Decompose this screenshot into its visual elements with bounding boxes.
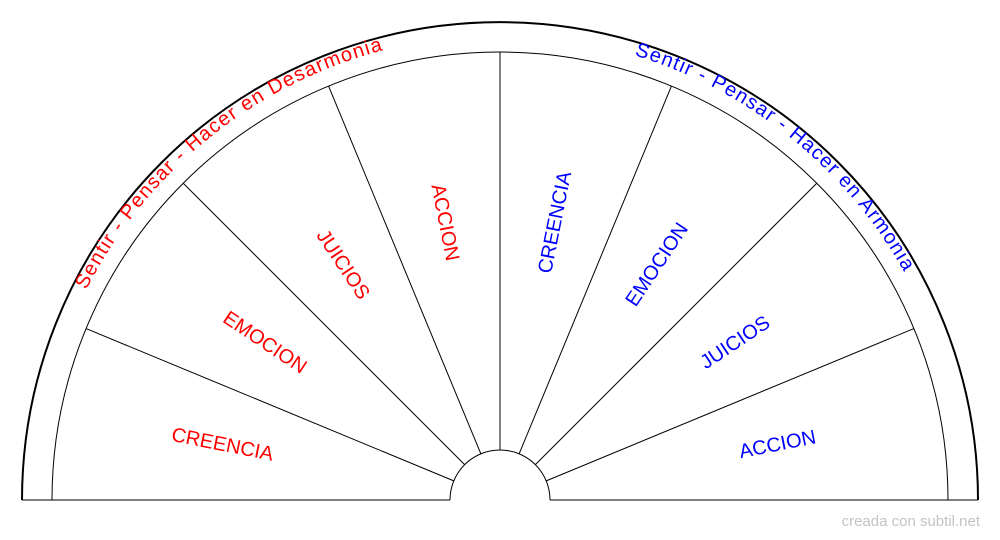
right-segment-label: CREENCIA: [534, 169, 576, 275]
left-segment-label: JUICIOS: [312, 226, 374, 304]
left-segment-label: EMOCION: [219, 307, 311, 378]
divider-line: [546, 328, 915, 482]
divider-line: [535, 182, 818, 465]
divider-line: [518, 85, 672, 454]
credit-text: creada con subtil.net: [841, 513, 980, 530]
outer-arc: [21, 21, 979, 501]
divider-lines: [85, 52, 915, 482]
left-segment-label: CREENCIA: [170, 424, 276, 466]
right-segment-label: JUICIOS: [696, 312, 774, 374]
divider-line: [328, 85, 482, 454]
center-arc: [449, 449, 551, 501]
left-segment-label: ACCION: [426, 182, 463, 263]
right-segment-label: EMOCION: [622, 219, 693, 311]
right-segment-label: ACCION: [737, 426, 818, 463]
divider-line: [85, 328, 454, 482]
divider-line: [182, 182, 465, 465]
